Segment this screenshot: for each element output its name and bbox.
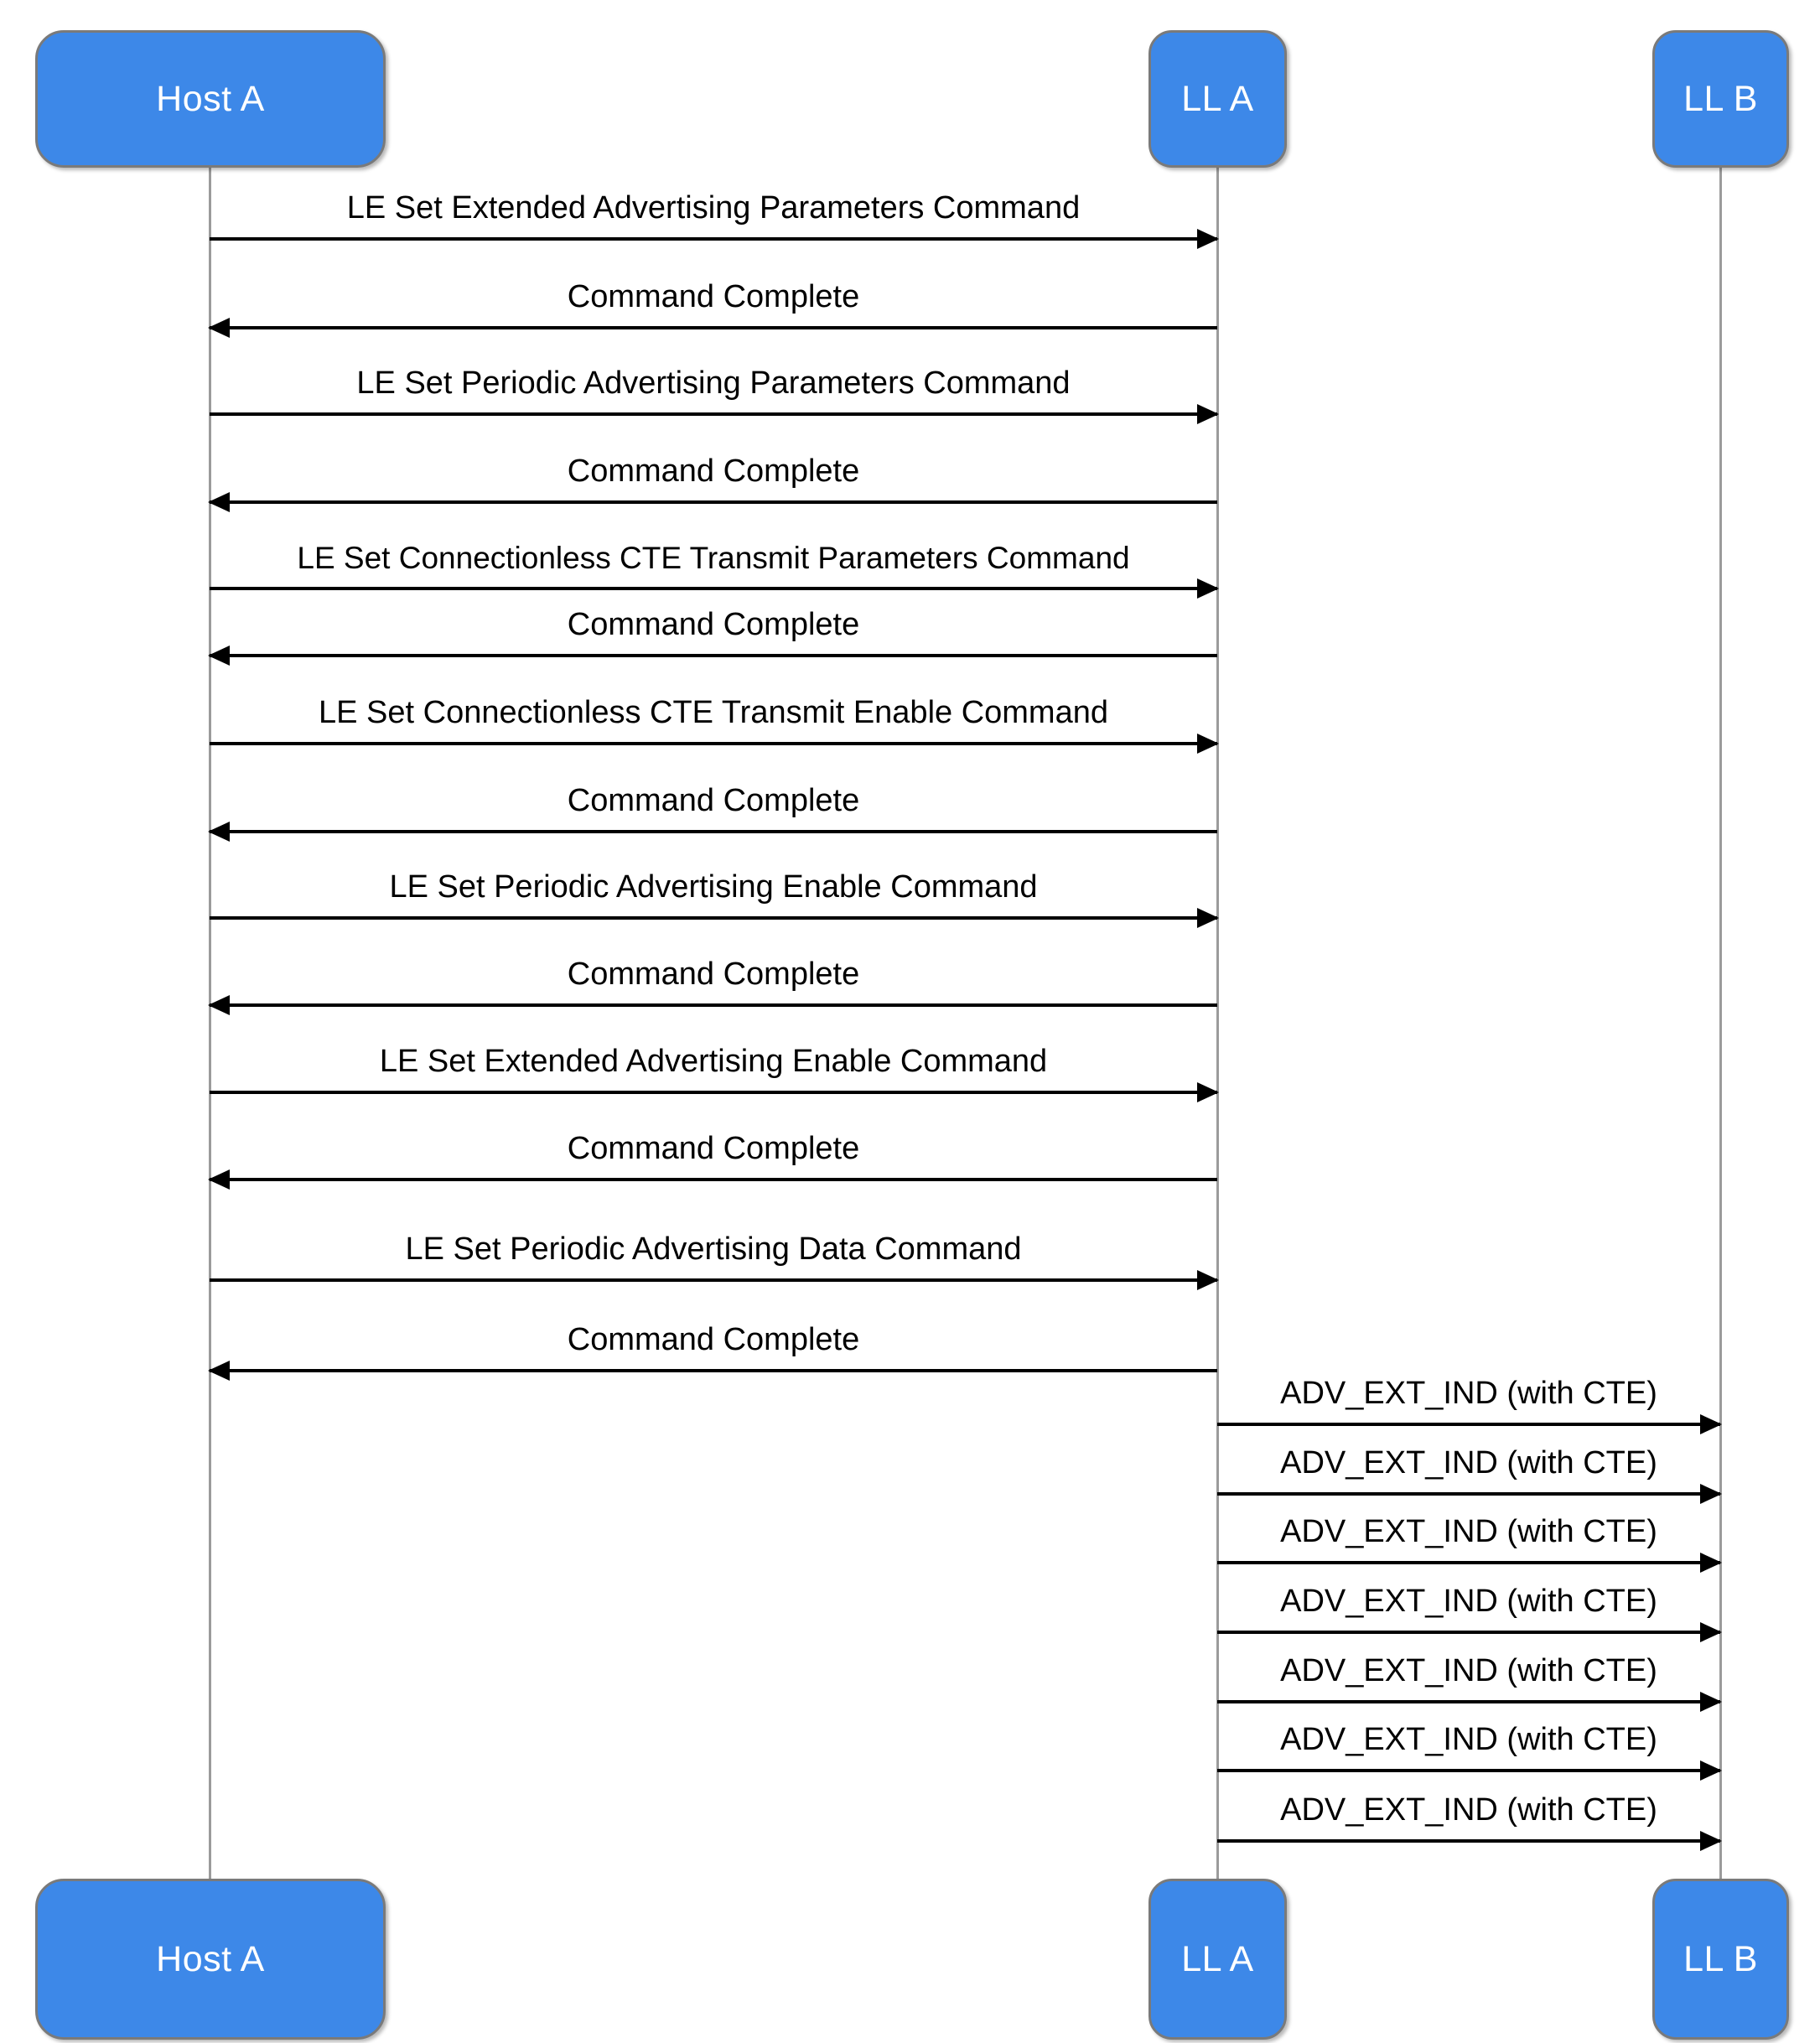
message-label: ADV_EXT_IND (with CTE) <box>1280 1584 1657 1620</box>
message-label: LE Set Connectionless CTE Transmit Param… <box>297 541 1130 576</box>
actor-ll-a-bottom[interactable]: LL A <box>1149 1879 1287 2040</box>
arrowhead-right-icon <box>1700 1553 1722 1573</box>
arrow-shaft <box>1217 1769 1720 1772</box>
arrow-shaft <box>1217 1700 1720 1703</box>
arrow-shaft <box>210 237 1217 241</box>
arrow-shaft <box>1217 1492 1720 1496</box>
actor-host-a-bottom[interactable]: Host A <box>35 1879 386 2040</box>
message-label: Command Complete <box>567 279 860 315</box>
arrow-shaft <box>210 326 1217 329</box>
actor-ll-a-top[interactable]: LL A <box>1149 30 1287 168</box>
actor-host-a-bottom-label: Host A <box>156 1938 265 1979</box>
arrowhead-left-icon <box>208 492 230 512</box>
actor-ll-a-top-label: LL A <box>1181 78 1254 119</box>
message-label: LE Set Extended Advertising Enable Comma… <box>379 1044 1048 1080</box>
message-label: LE Set Periodic Advertising Data Command <box>405 1232 1022 1268</box>
arrow-shaft <box>210 412 1217 416</box>
lifeline-ll-a <box>1216 166 1219 1881</box>
arrow-shaft <box>210 500 1217 504</box>
arrow-shaft <box>1217 1631 1720 1634</box>
arrow-shaft <box>1217 1839 1720 1843</box>
arrowhead-right-icon <box>1197 734 1219 754</box>
actor-host-a-top[interactable]: Host A <box>35 30 386 168</box>
actor-host-a-top-label: Host A <box>156 78 265 119</box>
message-label: LE Set Extended Advertising Parameters C… <box>346 190 1081 226</box>
arrow-shaft <box>1217 1561 1720 1564</box>
actor-ll-b-bottom-label: LL B <box>1683 1938 1758 1979</box>
arrow-shaft <box>210 654 1217 657</box>
arrow-shaft <box>210 916 1217 920</box>
arrowhead-right-icon <box>1197 578 1219 599</box>
arrowhead-right-icon <box>1197 229 1219 249</box>
message-label: Command Complete <box>567 783 860 819</box>
arrowhead-right-icon <box>1700 1622 1722 1642</box>
arrow-shaft <box>210 1091 1217 1094</box>
arrow-shaft <box>210 1178 1217 1181</box>
message-label: Command Complete <box>567 957 860 993</box>
message-label: LE Set Connectionless CTE Transmit Enabl… <box>319 695 1108 731</box>
arrowhead-left-icon <box>208 995 230 1015</box>
arrowhead-right-icon <box>1197 908 1219 928</box>
arrowhead-right-icon <box>1700 1692 1722 1712</box>
arrowhead-left-icon <box>208 822 230 842</box>
message-label: Command Complete <box>567 454 860 490</box>
arrowhead-right-icon <box>1700 1831 1722 1851</box>
message-label: ADV_EXT_IND (with CTE) <box>1280 1722 1657 1758</box>
message-label: LE Set Periodic Advertising Parameters C… <box>356 366 1071 402</box>
arrow-shaft <box>210 1003 1217 1007</box>
arrow-shaft <box>210 830 1217 833</box>
arrowhead-left-icon <box>208 1169 230 1190</box>
actor-ll-b-bottom[interactable]: LL B <box>1652 1879 1789 2040</box>
actor-ll-b-top-label: LL B <box>1683 78 1758 119</box>
actor-ll-b-top[interactable]: LL B <box>1652 30 1789 168</box>
message-label: Command Complete <box>567 607 860 643</box>
lifeline-host-a <box>209 166 211 1881</box>
message-label: ADV_EXT_IND (with CTE) <box>1280 1445 1657 1481</box>
lifeline-ll-b <box>1719 166 1722 1881</box>
arrowhead-left-icon <box>208 646 230 666</box>
message-label: LE Set Periodic Advertising Enable Comma… <box>389 869 1038 905</box>
arrowhead-right-icon <box>1700 1760 1722 1781</box>
arrow-shaft <box>210 1369 1217 1372</box>
arrow-shaft <box>210 587 1217 590</box>
message-label: ADV_EXT_IND (with CTE) <box>1280 1792 1657 1828</box>
arrowhead-right-icon <box>1197 1270 1219 1290</box>
arrowhead-left-icon <box>208 1361 230 1381</box>
message-label: ADV_EXT_IND (with CTE) <box>1280 1514 1657 1550</box>
arrowhead-right-icon <box>1197 1082 1219 1102</box>
arrowhead-right-icon <box>1700 1484 1722 1504</box>
message-label: Command Complete <box>567 1131 860 1167</box>
message-label: ADV_EXT_IND (with CTE) <box>1280 1653 1657 1689</box>
arrow-shaft <box>210 742 1217 745</box>
message-label: Command Complete <box>567 1322 860 1358</box>
arrowhead-right-icon <box>1197 404 1219 424</box>
arrow-shaft <box>1217 1423 1720 1426</box>
arrow-shaft <box>210 1278 1217 1282</box>
actor-ll-a-bottom-label: LL A <box>1181 1938 1254 1979</box>
arrowhead-right-icon <box>1700 1414 1722 1434</box>
arrowhead-left-icon <box>208 318 230 338</box>
message-label: ADV_EXT_IND (with CTE) <box>1280 1376 1657 1412</box>
